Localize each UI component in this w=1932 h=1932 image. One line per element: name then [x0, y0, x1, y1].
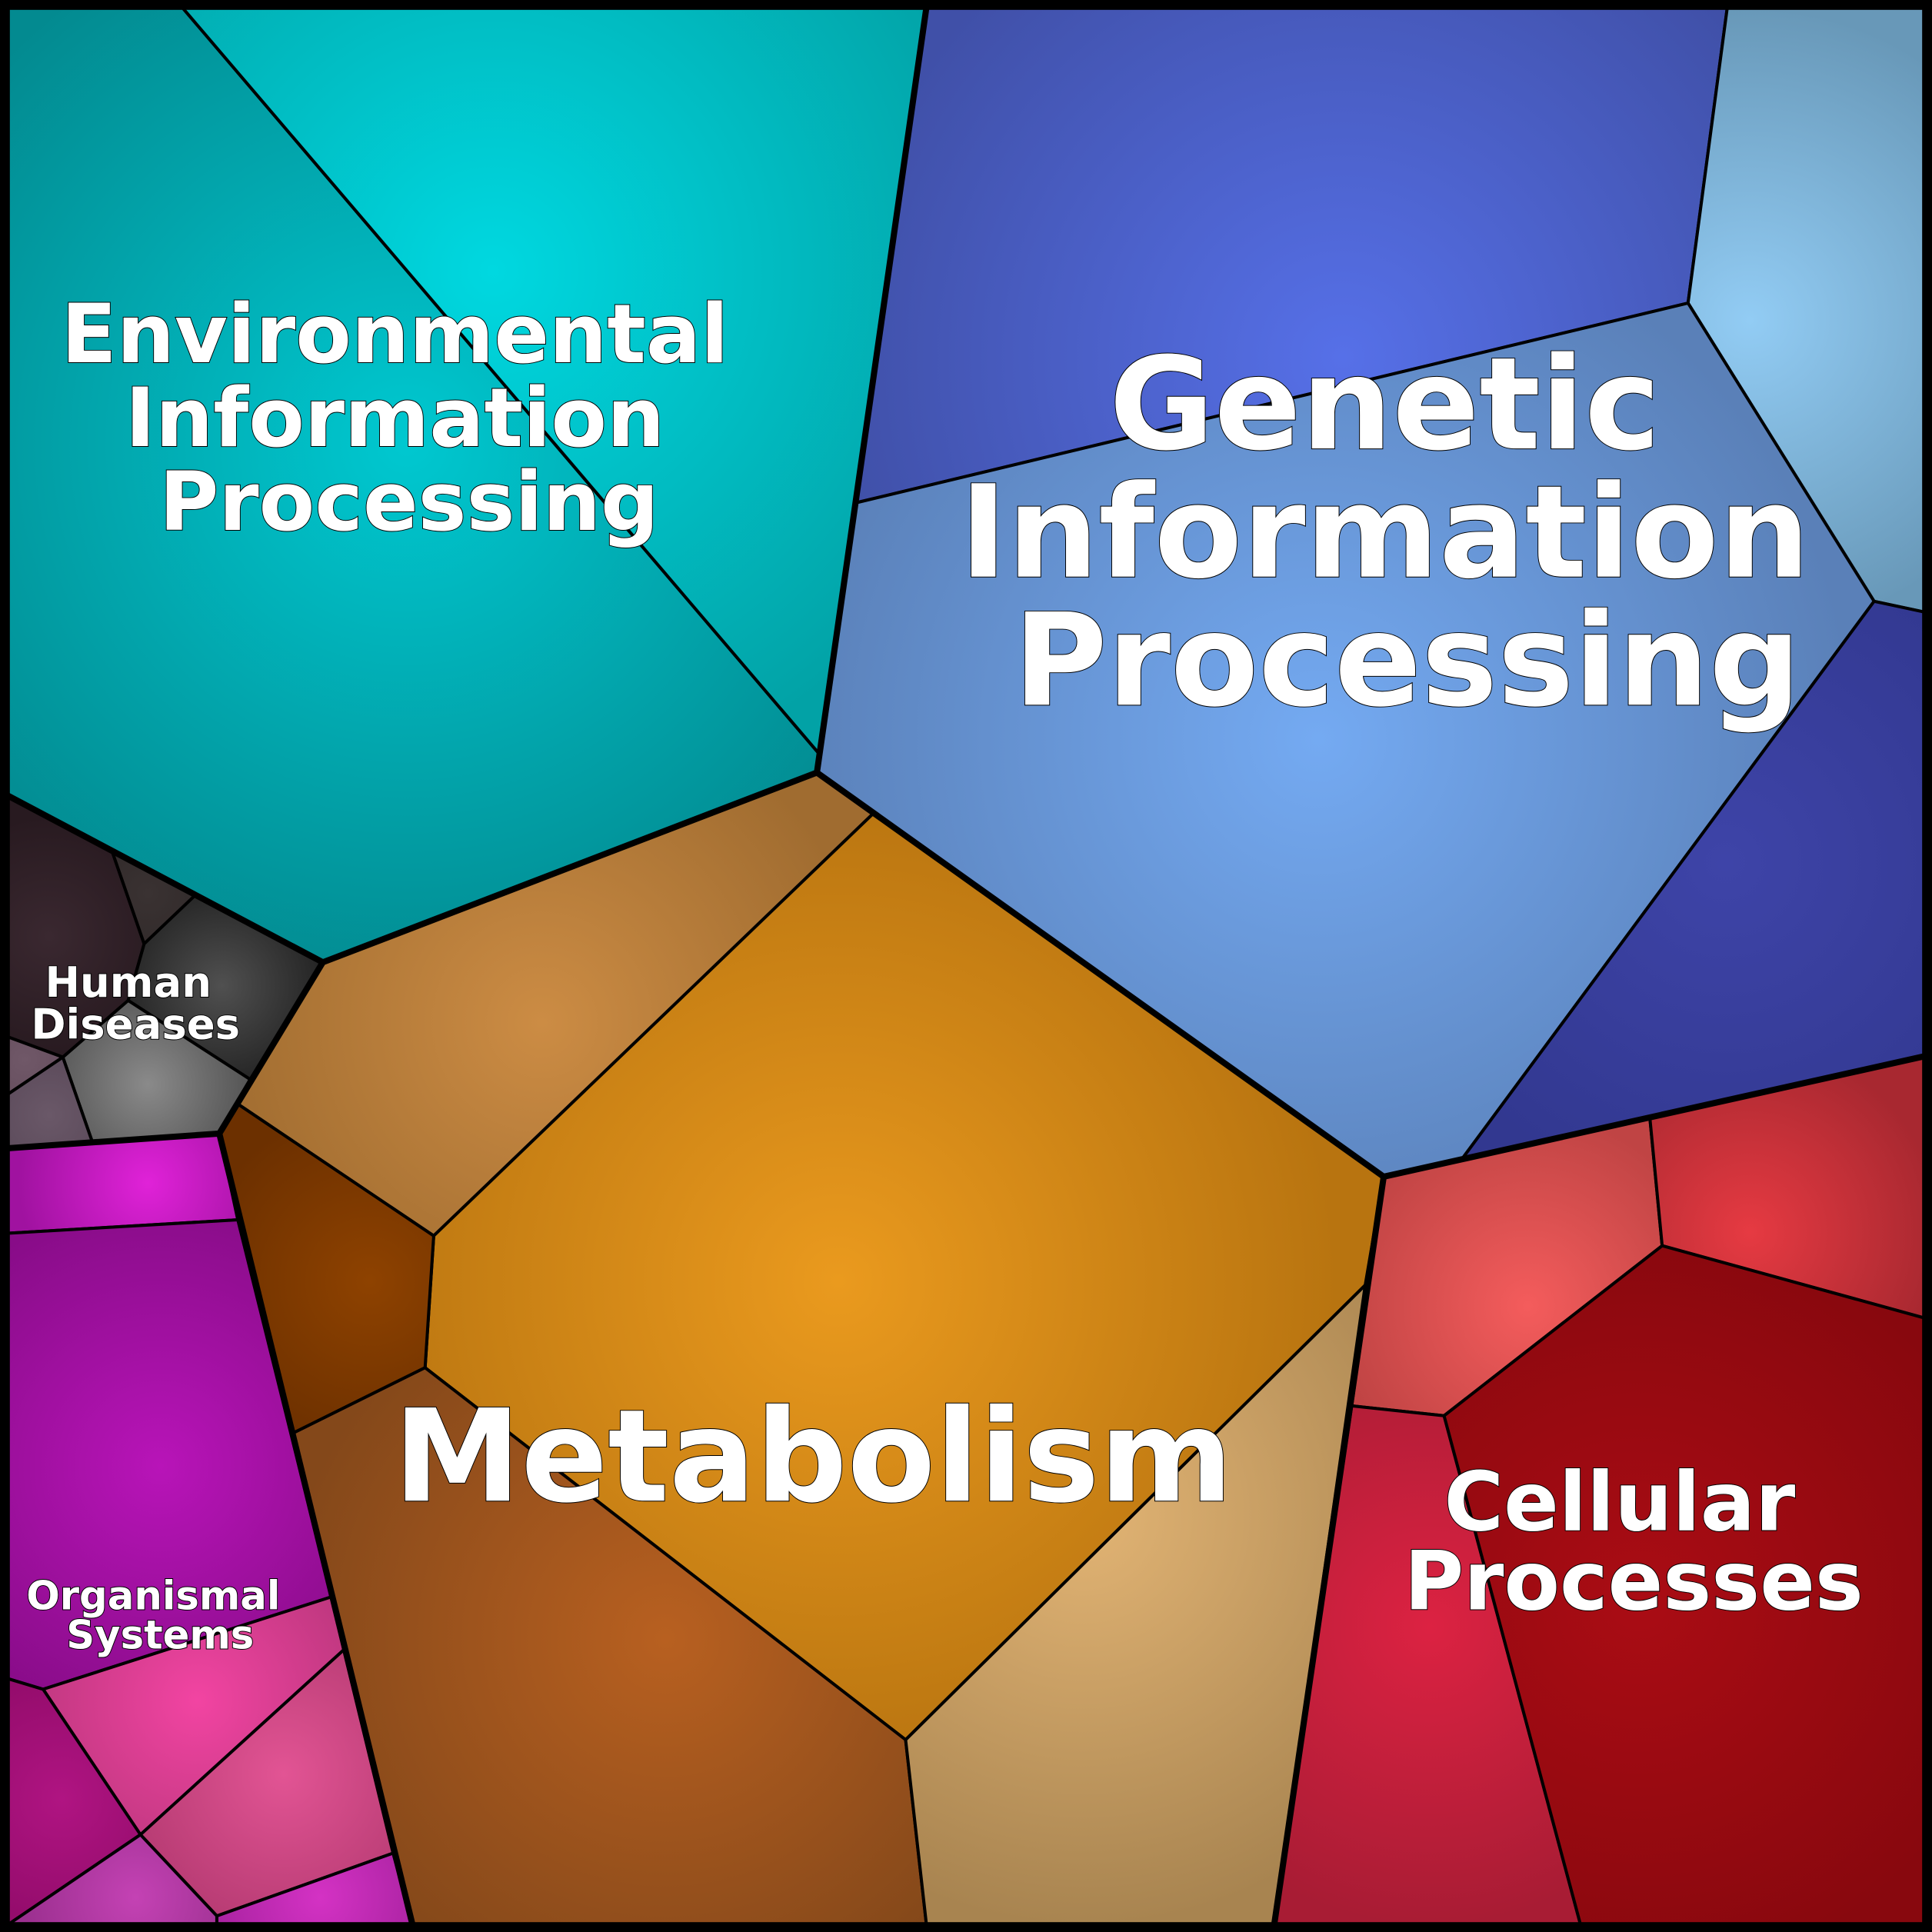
category-border	[814, 5, 930, 774]
label-metabolism: Metabolism	[394, 1382, 1234, 1531]
label-organismal-systems: Organismal Systems	[26, 1573, 294, 1658]
category-border	[216, 1132, 416, 1927]
label-cellular-processes: Cellular Processes	[1404, 1455, 1864, 1629]
label-environmental-information-processing: Environmental Information Processing	[62, 287, 758, 549]
label-human-diseases: Human Diseases	[31, 958, 240, 1048]
category-border	[5, 769, 1927, 1180]
category-border	[1271, 1176, 1387, 1927]
label-genetic-information-processing: Genetic Information Processing	[960, 330, 1855, 735]
